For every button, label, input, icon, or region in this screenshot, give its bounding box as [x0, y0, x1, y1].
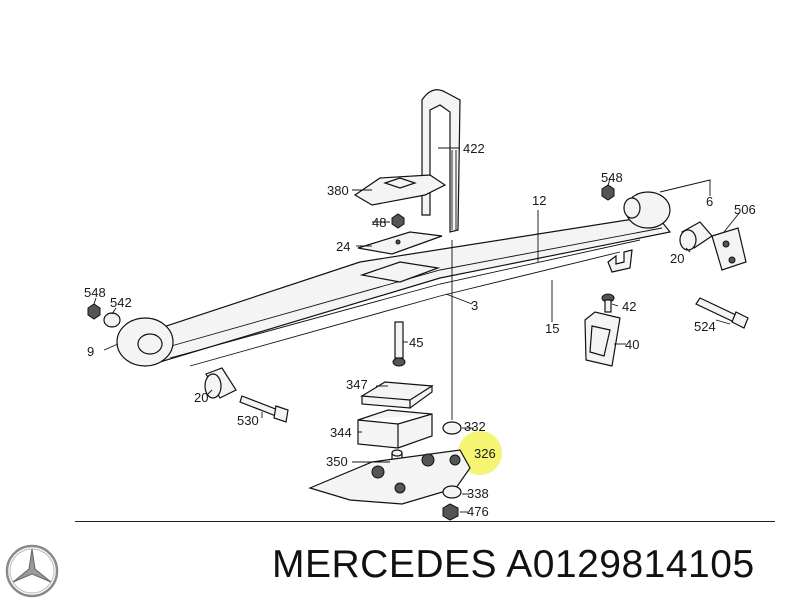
- label-9: 9: [87, 344, 94, 359]
- label-20-front: 20: [194, 390, 208, 405]
- bushing-front: [204, 367, 237, 399]
- label-548-rear: 548: [601, 170, 623, 185]
- leaf-spring: [116, 217, 672, 367]
- label-42: 42: [622, 299, 636, 314]
- spring-eye-front: [116, 317, 174, 367]
- label-506: 506: [734, 202, 756, 217]
- rubber-block: [357, 409, 433, 449]
- nut-lower: [442, 503, 459, 521]
- bolt-long-front: [239, 395, 289, 423]
- spring-clip: [607, 249, 633, 273]
- label-3: 3: [471, 298, 478, 313]
- shackle-plate: [711, 227, 747, 271]
- label-380: 380: [327, 183, 349, 198]
- spring-eye-rear: [623, 191, 671, 229]
- divider-line: [75, 521, 775, 522]
- part-number-caption: MERCEDES A0129814105: [272, 543, 755, 586]
- label-542: 542: [110, 295, 132, 310]
- label-338: 338: [467, 486, 489, 501]
- bolt-vertical: [392, 321, 406, 367]
- saddle-plate: [353, 174, 447, 206]
- label-45: 45: [409, 335, 423, 350]
- mercedes-star-icon: [5, 544, 59, 598]
- u-bolt: [421, 89, 461, 233]
- highlight-marker: [458, 431, 502, 475]
- label-20-rear: 20: [670, 251, 684, 266]
- label-24: 24: [336, 239, 350, 254]
- nut-rear: [601, 184, 615, 201]
- leader-lines: [93, 147, 741, 513]
- label-15: 15: [545, 321, 559, 336]
- washer-upper: [442, 421, 462, 435]
- label-422: 422: [463, 141, 485, 156]
- label-344: 344: [330, 425, 352, 440]
- label-350: 350: [326, 454, 348, 469]
- label-40: 40: [625, 337, 639, 352]
- label-326: 326: [474, 446, 496, 461]
- label-6: 6: [706, 194, 713, 209]
- spring-bracket: [584, 311, 621, 367]
- label-476: 476: [467, 504, 489, 519]
- label-347: 347: [346, 377, 368, 392]
- label-12: 12: [532, 193, 546, 208]
- label-524: 524: [694, 319, 716, 334]
- label-548-front: 548: [84, 285, 106, 300]
- nut-front: [87, 303, 101, 320]
- label-48: 48: [372, 215, 386, 230]
- bushing-rear: [679, 221, 713, 251]
- stabilizer-bracket: [308, 449, 471, 505]
- label-332: 332: [464, 419, 486, 434]
- nut: [391, 213, 405, 229]
- label-530: 530: [237, 413, 259, 428]
- bolt-small: [601, 293, 615, 313]
- bolt-long-rear: [695, 297, 749, 329]
- washer-lower: [442, 485, 462, 499]
- wedge-plate: [360, 381, 434, 410]
- washer-front: [103, 312, 121, 328]
